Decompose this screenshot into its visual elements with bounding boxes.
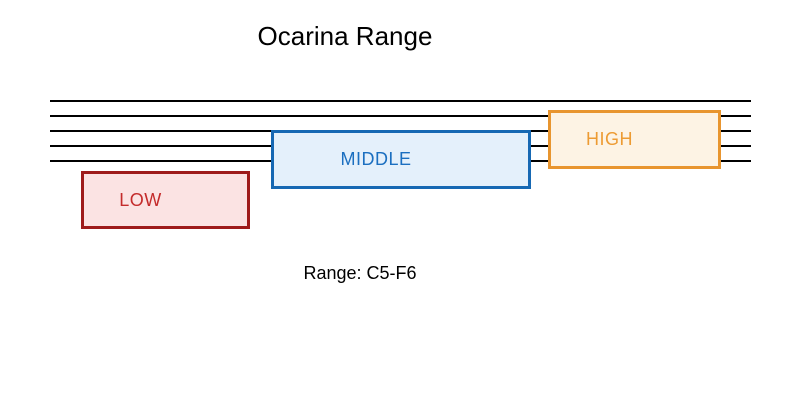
range-box-low: LOW xyxy=(81,171,250,229)
staff-line xyxy=(50,115,751,117)
range-label-middle: MIDDLE xyxy=(340,149,412,169)
range-label-low: LOW xyxy=(119,189,162,210)
range-box-high: HIGH xyxy=(548,110,721,169)
range-caption: Range: C5-F6 xyxy=(303,263,417,283)
range-label-high: HIGH xyxy=(586,129,633,149)
range-box-middle: MIDDLE xyxy=(271,130,531,189)
diagram-title: Ocarina Range xyxy=(257,21,433,51)
staff-line xyxy=(50,100,751,102)
